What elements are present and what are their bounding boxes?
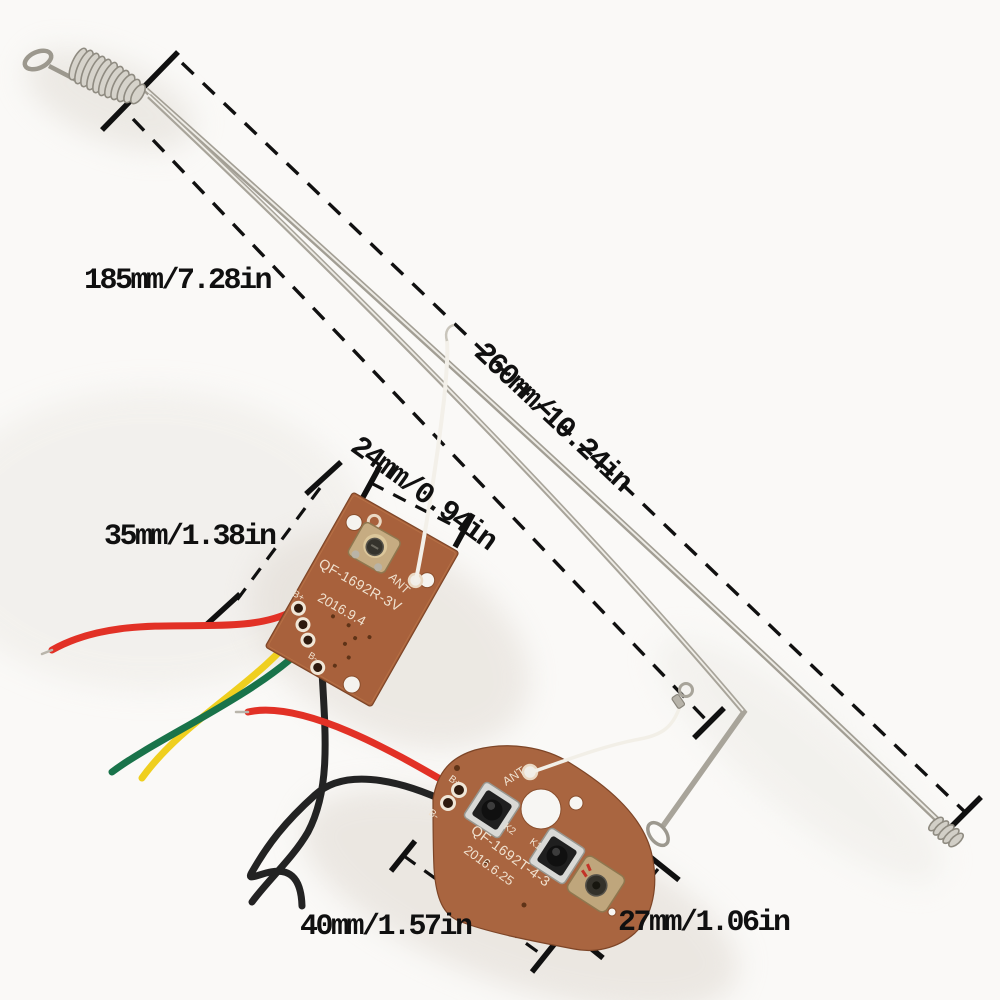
dimension-line-35 [203, 459, 343, 629]
dimension-line-185 [131, 117, 726, 740]
dimension-label-27: 27mm/1.06in [618, 906, 791, 940]
dimension-label-35: 35mm/1.38in [104, 520, 277, 554]
push-button-k2 [463, 781, 521, 839]
receiver-bminus-label: B- [306, 650, 320, 664]
dimension-lines [100, 50, 983, 974]
transmitter-pcb: ANT QF-1692T-4-3 2016.6.25 K2 K1 B+ B- [426, 745, 656, 952]
receiver-tuning-coil [347, 521, 401, 574]
transmitter-tuning-coil [566, 855, 626, 913]
dimension-line-260 [180, 61, 983, 830]
antenna-tip-coil [927, 816, 965, 848]
transmitter-black-wire [246, 775, 453, 910]
transmitter-white-wire [530, 682, 694, 774]
spring-antenna-mount [22, 47, 147, 105]
receiver-solder-pads [290, 600, 326, 675]
receiver-red-wire [48, 608, 295, 654]
bent-antenna-wire [147, 93, 748, 848]
dimension-label-185: 185mm/7.28in [84, 264, 273, 298]
receiver-black-wire [248, 668, 329, 906]
receiver-pcb: QF-1692R-3V 2016.9.4 B+ B- [265, 492, 459, 707]
dimension-line-24 [359, 464, 476, 549]
long-antenna-wire [144, 87, 965, 848]
receiver-bplus-label: B+ [291, 588, 307, 604]
dimension-label-40: 40mm/1.57in [300, 910, 473, 944]
antenna-end-loop [646, 820, 670, 848]
push-button-k1 [528, 827, 586, 885]
receiver-white-wire [414, 339, 450, 582]
antennas [22, 47, 965, 848]
white-wire-loop [678, 682, 694, 698]
